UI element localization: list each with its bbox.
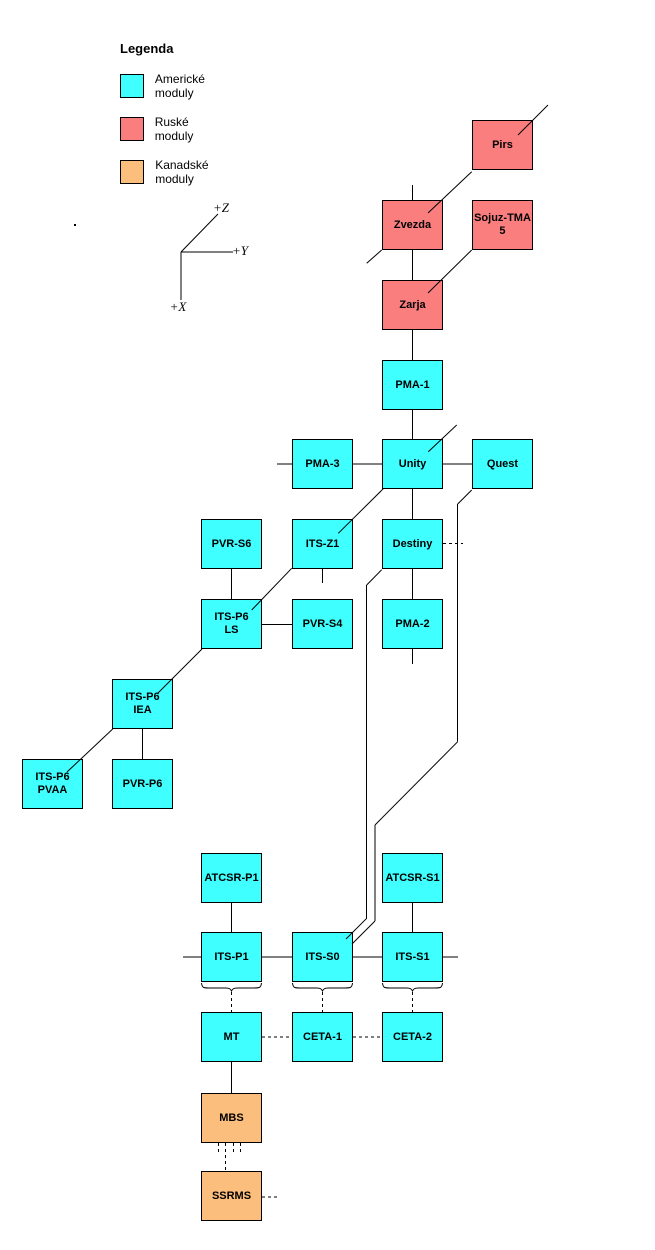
legend-label-american: Americké moduly — [154, 72, 205, 100]
module-box-its-s1: ITS-S1 — [382, 932, 443, 982]
legend-item-russian: Ruské moduly — [120, 115, 205, 143]
connector-diagonal-line — [66, 728, 114, 773]
legend-title: Legenda — [120, 41, 174, 56]
module-box-its-p1: ITS-P1 — [201, 932, 262, 982]
module-box-its-s0: ITS-S0 — [292, 932, 353, 982]
connector-diagonal-line — [366, 569, 383, 586]
module-box-zarja: Zarja — [382, 280, 443, 330]
connector-diagonal-line — [157, 648, 203, 694]
axis-label-y: +Y — [231, 243, 249, 258]
module-box-its-p6-pvaa: ITS-P6 PVAA — [22, 759, 83, 809]
connector-diagonal-line — [457, 489, 473, 505]
connector-diagonal-line — [427, 424, 458, 453]
connector-diagonal-line — [517, 104, 549, 136]
legend-label-russian: Ruské moduly — [154, 115, 194, 143]
connector-diagonal-line — [251, 567, 293, 611]
truss-rail-brace — [382, 982, 443, 993]
module-box-mbs: MBS — [201, 1093, 262, 1143]
legend-swatch-american — [120, 74, 144, 98]
module-box-ceta-1: CETA-1 — [292, 1012, 353, 1062]
module-box-pma-2: PMA-2 — [382, 599, 443, 649]
module-box-pma-1: PMA-1 — [382, 360, 443, 410]
connector-diagonal-line — [337, 488, 384, 534]
module-box-pvr-s6: PVR-S6 — [201, 519, 262, 569]
truss-rail-brace — [292, 982, 353, 993]
module-box-its-p6-iea: ITS-P6 IEA — [112, 679, 173, 729]
module-box-pirs: Pirs — [472, 120, 533, 170]
connector-line — [374, 741, 459, 826]
connector-diagonal-line — [427, 171, 473, 214]
legend-swatch-russian — [120, 117, 144, 141]
module-box-mt: MT — [201, 1012, 262, 1062]
legend-item-canadian: Kanadské moduly — [120, 158, 219, 186]
module-box-destiny: Destiny — [382, 519, 443, 569]
connector-diagonal-line — [427, 249, 473, 294]
module-box-ssrms: SSRMS — [201, 1171, 262, 1221]
module-box-atcsr-p1: ATCSR-P1 — [201, 853, 262, 903]
truss-rail-brace — [201, 982, 262, 993]
module-box-pvr-p6: PVR-P6 — [112, 759, 173, 809]
module-box-ceta-2: CETA-2 — [382, 1012, 443, 1062]
module-box-atcsr-s1: ATCSR-S1 — [382, 853, 443, 903]
axis-line — [180, 213, 219, 253]
connector-diagonal-line — [351, 920, 376, 945]
module-box-quest: Quest — [472, 439, 533, 489]
axis-label-x: +X — [169, 299, 187, 314]
connector-diagonal-line — [366, 249, 383, 264]
legend-item-american: Americké moduly — [120, 72, 216, 100]
module-box-sojuz-tma-5: Sojuz-TMA 5 — [472, 200, 533, 250]
stray-dot — [74, 224, 76, 226]
module-box-pma-3: PMA-3 — [292, 439, 353, 489]
axis-label-z: +Z — [212, 200, 230, 215]
module-box-its-p6-ls: ITS-P6 LS — [201, 599, 262, 649]
connector-diagonal-line — [345, 917, 368, 940]
module-box-its-z1: ITS-Z1 — [292, 519, 353, 569]
module-box-pvr-s4: PVR-S4 — [292, 599, 353, 649]
legend-label-canadian: Kanadské moduly — [155, 158, 209, 186]
legend-swatch-canadian — [120, 160, 145, 184]
